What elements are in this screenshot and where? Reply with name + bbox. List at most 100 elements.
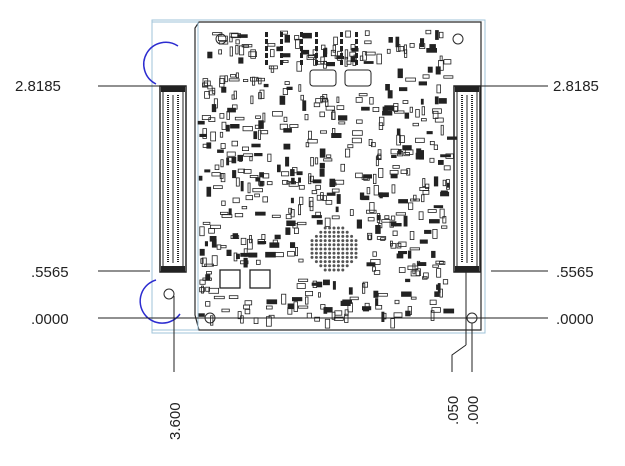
smd-component (311, 190, 318, 195)
smd-component (201, 257, 207, 268)
smd-component (281, 53, 291, 58)
smd-component (372, 266, 376, 272)
smd-component (355, 32, 358, 37)
smd-component (291, 297, 303, 302)
smd-component (425, 183, 430, 189)
bga-ball (345, 255, 349, 259)
smd-component (446, 179, 450, 190)
bga-ball (341, 264, 345, 268)
smd-component (314, 316, 321, 322)
smd-component (282, 179, 289, 185)
smd-component (213, 295, 225, 300)
smd-component (305, 290, 313, 297)
smd-component (204, 169, 211, 173)
smd-component (397, 68, 403, 79)
smd-component (410, 296, 417, 300)
bga-ball (336, 234, 340, 238)
smd-component (389, 240, 393, 247)
smd-component (442, 279, 449, 285)
bga-ball (328, 268, 332, 272)
smd-component (404, 112, 410, 119)
smd-component (378, 122, 384, 130)
smd-component (394, 222, 402, 227)
smd-component (385, 84, 390, 91)
smd-component (265, 32, 268, 37)
smd-component (280, 53, 283, 58)
smd-component (300, 46, 303, 51)
smd-component (199, 226, 205, 237)
smd-component (271, 214, 281, 218)
bga-ball (319, 255, 323, 259)
smd-component (394, 110, 405, 114)
smd-component (446, 136, 457, 140)
smd-component (315, 60, 318, 65)
smd-component (355, 60, 358, 65)
smd-component (435, 260, 444, 265)
smd-component (435, 66, 441, 75)
smd-component (395, 212, 407, 216)
dim-left-top: 2.8185 (15, 78, 61, 95)
smd-component (393, 312, 403, 318)
smd-component (298, 305, 309, 309)
smd-component (338, 121, 346, 125)
smd-component (373, 290, 379, 298)
smd-component (309, 175, 314, 182)
smd-component (280, 39, 283, 44)
smd-component (337, 115, 348, 121)
smd-component (417, 262, 427, 266)
bga-ball (350, 247, 354, 251)
bga-ball (323, 239, 327, 243)
smd-component (296, 171, 303, 176)
smd-component (237, 168, 245, 173)
dimension-lines (98, 85, 548, 372)
bga-ball (328, 230, 332, 234)
smd-component (242, 126, 253, 132)
smd-component (372, 251, 377, 257)
ic-square-2 (249, 269, 271, 289)
smd-component (207, 51, 213, 59)
bga-ball (345, 251, 349, 255)
smd-component (398, 199, 409, 204)
bga-ball (319, 243, 323, 247)
smd-component (220, 159, 224, 168)
bga-ball (345, 234, 349, 238)
smd-component (230, 124, 240, 129)
smd-component (421, 106, 426, 116)
smd-component (361, 106, 370, 111)
dim-right-mid: .5565 (556, 264, 594, 281)
bga-ball (341, 260, 345, 264)
smd-component (294, 35, 300, 41)
smd-component (434, 117, 444, 123)
smd-component (366, 187, 371, 195)
smd-component (396, 128, 401, 136)
smd-component (237, 154, 243, 162)
smd-component (382, 111, 393, 116)
smd-component (307, 138, 318, 144)
smd-component (245, 195, 253, 201)
smd-component (324, 217, 331, 227)
smd-component (366, 209, 377, 214)
smd-component (409, 247, 421, 251)
smd-component (410, 270, 421, 277)
smd-component (433, 144, 439, 150)
smd-component (340, 53, 343, 58)
bga-ball (328, 264, 332, 268)
smd-component (331, 215, 340, 220)
smd-component (241, 146, 249, 151)
smd-component (213, 98, 218, 109)
smd-component (204, 80, 211, 86)
bga-ball (354, 243, 358, 247)
smd-component (269, 242, 280, 248)
smd-component (319, 162, 325, 169)
smd-component (418, 211, 424, 221)
smd-component (364, 302, 370, 311)
smd-component (284, 81, 290, 85)
bga-ball (328, 243, 332, 247)
smd-component (396, 44, 401, 52)
smd-component (415, 137, 425, 143)
smd-component (302, 32, 312, 39)
smd-component (333, 36, 338, 45)
smd-component (257, 240, 267, 245)
smd-component (350, 56, 356, 62)
smd-component (398, 149, 402, 155)
